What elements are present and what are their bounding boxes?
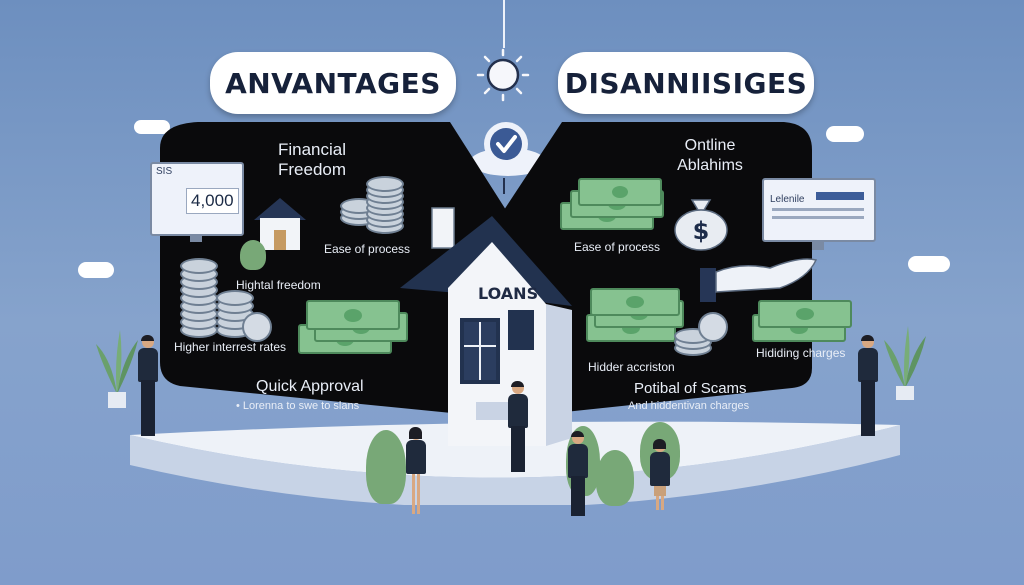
cash-stack-left [298,294,410,354]
money-bag-icon: $ [672,190,730,252]
monitor-tag: SIS [156,166,173,177]
higher-interest-label: Higher interrest rates [174,340,287,354]
advantages-header: ANVANTAGES [210,52,456,114]
down-arrow [503,178,505,194]
cash-stack-right-top [560,178,670,232]
sun-icon [476,48,530,102]
ease-of-process-right: Ease of process [574,240,661,254]
coin-stack-large [180,252,280,342]
cloud-left [134,120,170,134]
monitor-value: 4,000 [186,188,239,214]
bush-1 [366,430,406,504]
cloud-right [826,126,864,142]
person-at-door [506,381,530,474]
person-woman-left [404,427,428,518]
ease-of-process-left: Ease of process [324,242,411,256]
sun-line [503,0,505,48]
svg-text:$: $ [693,217,710,245]
hightal-freedom-label: Hightal freedom [236,278,321,292]
quick-approval-sub: • Lorenna to swe to slans [236,400,360,412]
quick-approval-label: Quick Approval [256,378,364,395]
hidden-charges-label: And hiddentivan charges [628,400,750,412]
monitor-left: SIS 4,000 [150,162,244,244]
check-cloud-icon [466,116,550,182]
potential-scams-label: Potibal of Scams [634,380,747,397]
hidder-label: Hidder accriston [588,360,675,374]
loans-sign: LOANS [478,284,539,303]
bush-small [240,240,266,270]
monitor-right-tag: Lelenile [770,194,805,205]
person-far-right [856,335,880,440]
disadvantages-header: DISANNIISIGES [558,52,814,114]
monitor-right: Lelenile [762,178,876,252]
coin-stack-top [338,176,408,236]
cloud-left-low [78,262,114,278]
left-panel [150,118,510,430]
person-center-right [566,431,590,518]
ontline-label: Ontline Ablahims [677,137,743,174]
person-far-left [136,335,160,440]
cash-stack-right-low [752,294,852,342]
hiding-charges-label: Hididing charges [756,346,846,360]
plant-right [880,322,930,402]
hand-icon [700,248,820,304]
coin-stack-right [674,312,734,356]
house-icon-small [250,194,310,252]
cloud-right-low [908,256,950,272]
bush-3 [596,450,634,506]
cash-stack-right-mid [586,288,686,344]
plant-left [92,324,142,410]
person-woman-right [648,439,672,510]
financial-freedom-label: Financial Freedom [277,140,347,179]
